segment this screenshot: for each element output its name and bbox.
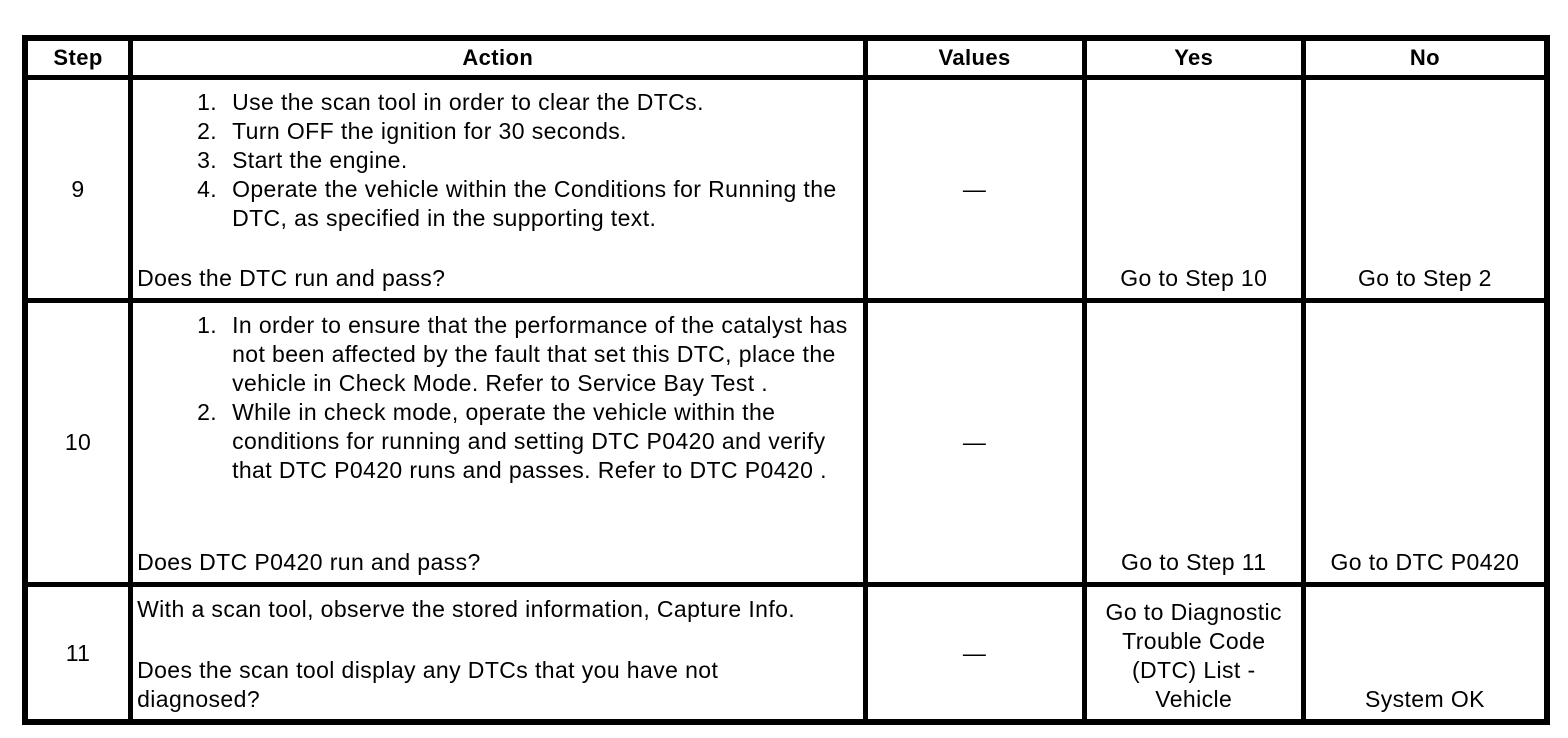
action-cell: 1. In order to ensure that the performan… bbox=[132, 302, 864, 583]
list-item-text: In order to ensure that the performance … bbox=[232, 312, 848, 396]
action-list: 1. In order to ensure that the performan… bbox=[137, 311, 854, 485]
no-action: Go to Step 2 bbox=[1357, 265, 1492, 291]
action-list-item: 1. Use the scan tool in order to clear t… bbox=[137, 88, 854, 117]
list-item-number: 1. bbox=[197, 312, 218, 338]
no-cell: Go to Step 2 bbox=[1304, 79, 1545, 299]
list-item-text: Turn OFF the ignition for 30 seconds. bbox=[232, 118, 627, 144]
yes-cell: Go to Diagnostic Trouble Code (DTC) List… bbox=[1085, 586, 1302, 720]
values-dash: — bbox=[962, 175, 987, 202]
action-list-item: 4. Operate the vehicle within the Condit… bbox=[137, 175, 854, 233]
no-action: Go to DTC P0420 bbox=[1330, 549, 1520, 575]
table-row-step-11: 11 With a scan tool, observe the stored … bbox=[27, 586, 1545, 720]
yes-action: Go to Diagnostic Trouble Code (DTC) List… bbox=[1105, 599, 1282, 712]
values-cell: — bbox=[866, 302, 1083, 583]
values-dash: — bbox=[962, 639, 987, 666]
list-item-text: Use the scan tool in order to clear the … bbox=[232, 89, 704, 115]
yes-action: Go to Step 11 bbox=[1121, 549, 1267, 575]
action-question: Does the scan tool display any DTCs that… bbox=[137, 657, 719, 712]
column-header-step: Step bbox=[27, 40, 130, 76]
action-list: 1. Use the scan tool in order to clear t… bbox=[137, 88, 854, 233]
values-cell: — bbox=[866, 586, 1083, 720]
list-item-text: Operate the vehicle within the Condition… bbox=[232, 176, 837, 231]
values-cell: — bbox=[866, 79, 1083, 299]
column-header-values: Values bbox=[866, 40, 1083, 76]
column-header-yes: Yes bbox=[1085, 40, 1302, 76]
yes-action: Go to Step 10 bbox=[1120, 265, 1268, 291]
table-row-step-9: 9 1. Use the scan tool in order to clear… bbox=[27, 79, 1545, 299]
list-item-number: 4. bbox=[197, 176, 218, 202]
table-header-row: Step Action Values Yes No bbox=[27, 40, 1545, 76]
action-question: Does the DTC run and pass? bbox=[137, 265, 446, 291]
action-list-item: 2. Turn OFF the ignition for 30 seconds. bbox=[137, 117, 854, 146]
step-number: 11 bbox=[27, 586, 130, 720]
no-action: System OK bbox=[1364, 686, 1485, 712]
no-cell: System OK bbox=[1304, 586, 1545, 720]
list-item-number: 2. bbox=[197, 118, 218, 144]
column-header-no: No bbox=[1304, 40, 1545, 76]
column-header-action: Action bbox=[132, 40, 864, 76]
action-cell: With a scan tool, observe the stored inf… bbox=[132, 586, 864, 720]
action-intro: With a scan tool, observe the stored inf… bbox=[137, 596, 796, 622]
no-cell: Go to DTC P0420 bbox=[1304, 302, 1545, 583]
yes-cell: Go to Step 11 bbox=[1085, 302, 1302, 583]
step-number: 9 bbox=[27, 79, 130, 299]
yes-cell: Go to Step 10 bbox=[1085, 79, 1302, 299]
list-item-number: 3. bbox=[197, 147, 218, 173]
action-list-item: 2. While in check mode, operate the vehi… bbox=[137, 398, 854, 485]
action-list-item: 3. Start the engine. bbox=[137, 146, 854, 175]
action-list-item: 1. In order to ensure that the performan… bbox=[137, 311, 854, 398]
action-cell: 1. Use the scan tool in order to clear t… bbox=[132, 79, 864, 299]
list-item-text: Start the engine. bbox=[232, 147, 408, 173]
diagnostic-table: Step Action Values Yes No 9 1. Use the s… bbox=[22, 35, 1550, 725]
list-item-text: While in check mode, operate the vehicle… bbox=[232, 399, 827, 483]
values-dash: — bbox=[962, 429, 987, 455]
list-item-number: 2. bbox=[197, 399, 218, 425]
action-question: Does DTC P0420 run and pass? bbox=[137, 549, 481, 575]
list-item-number: 1. bbox=[197, 89, 218, 115]
table-row-step-10: 10 1. In order to ensure that the perfor… bbox=[27, 302, 1545, 583]
step-number: 10 bbox=[27, 302, 130, 583]
